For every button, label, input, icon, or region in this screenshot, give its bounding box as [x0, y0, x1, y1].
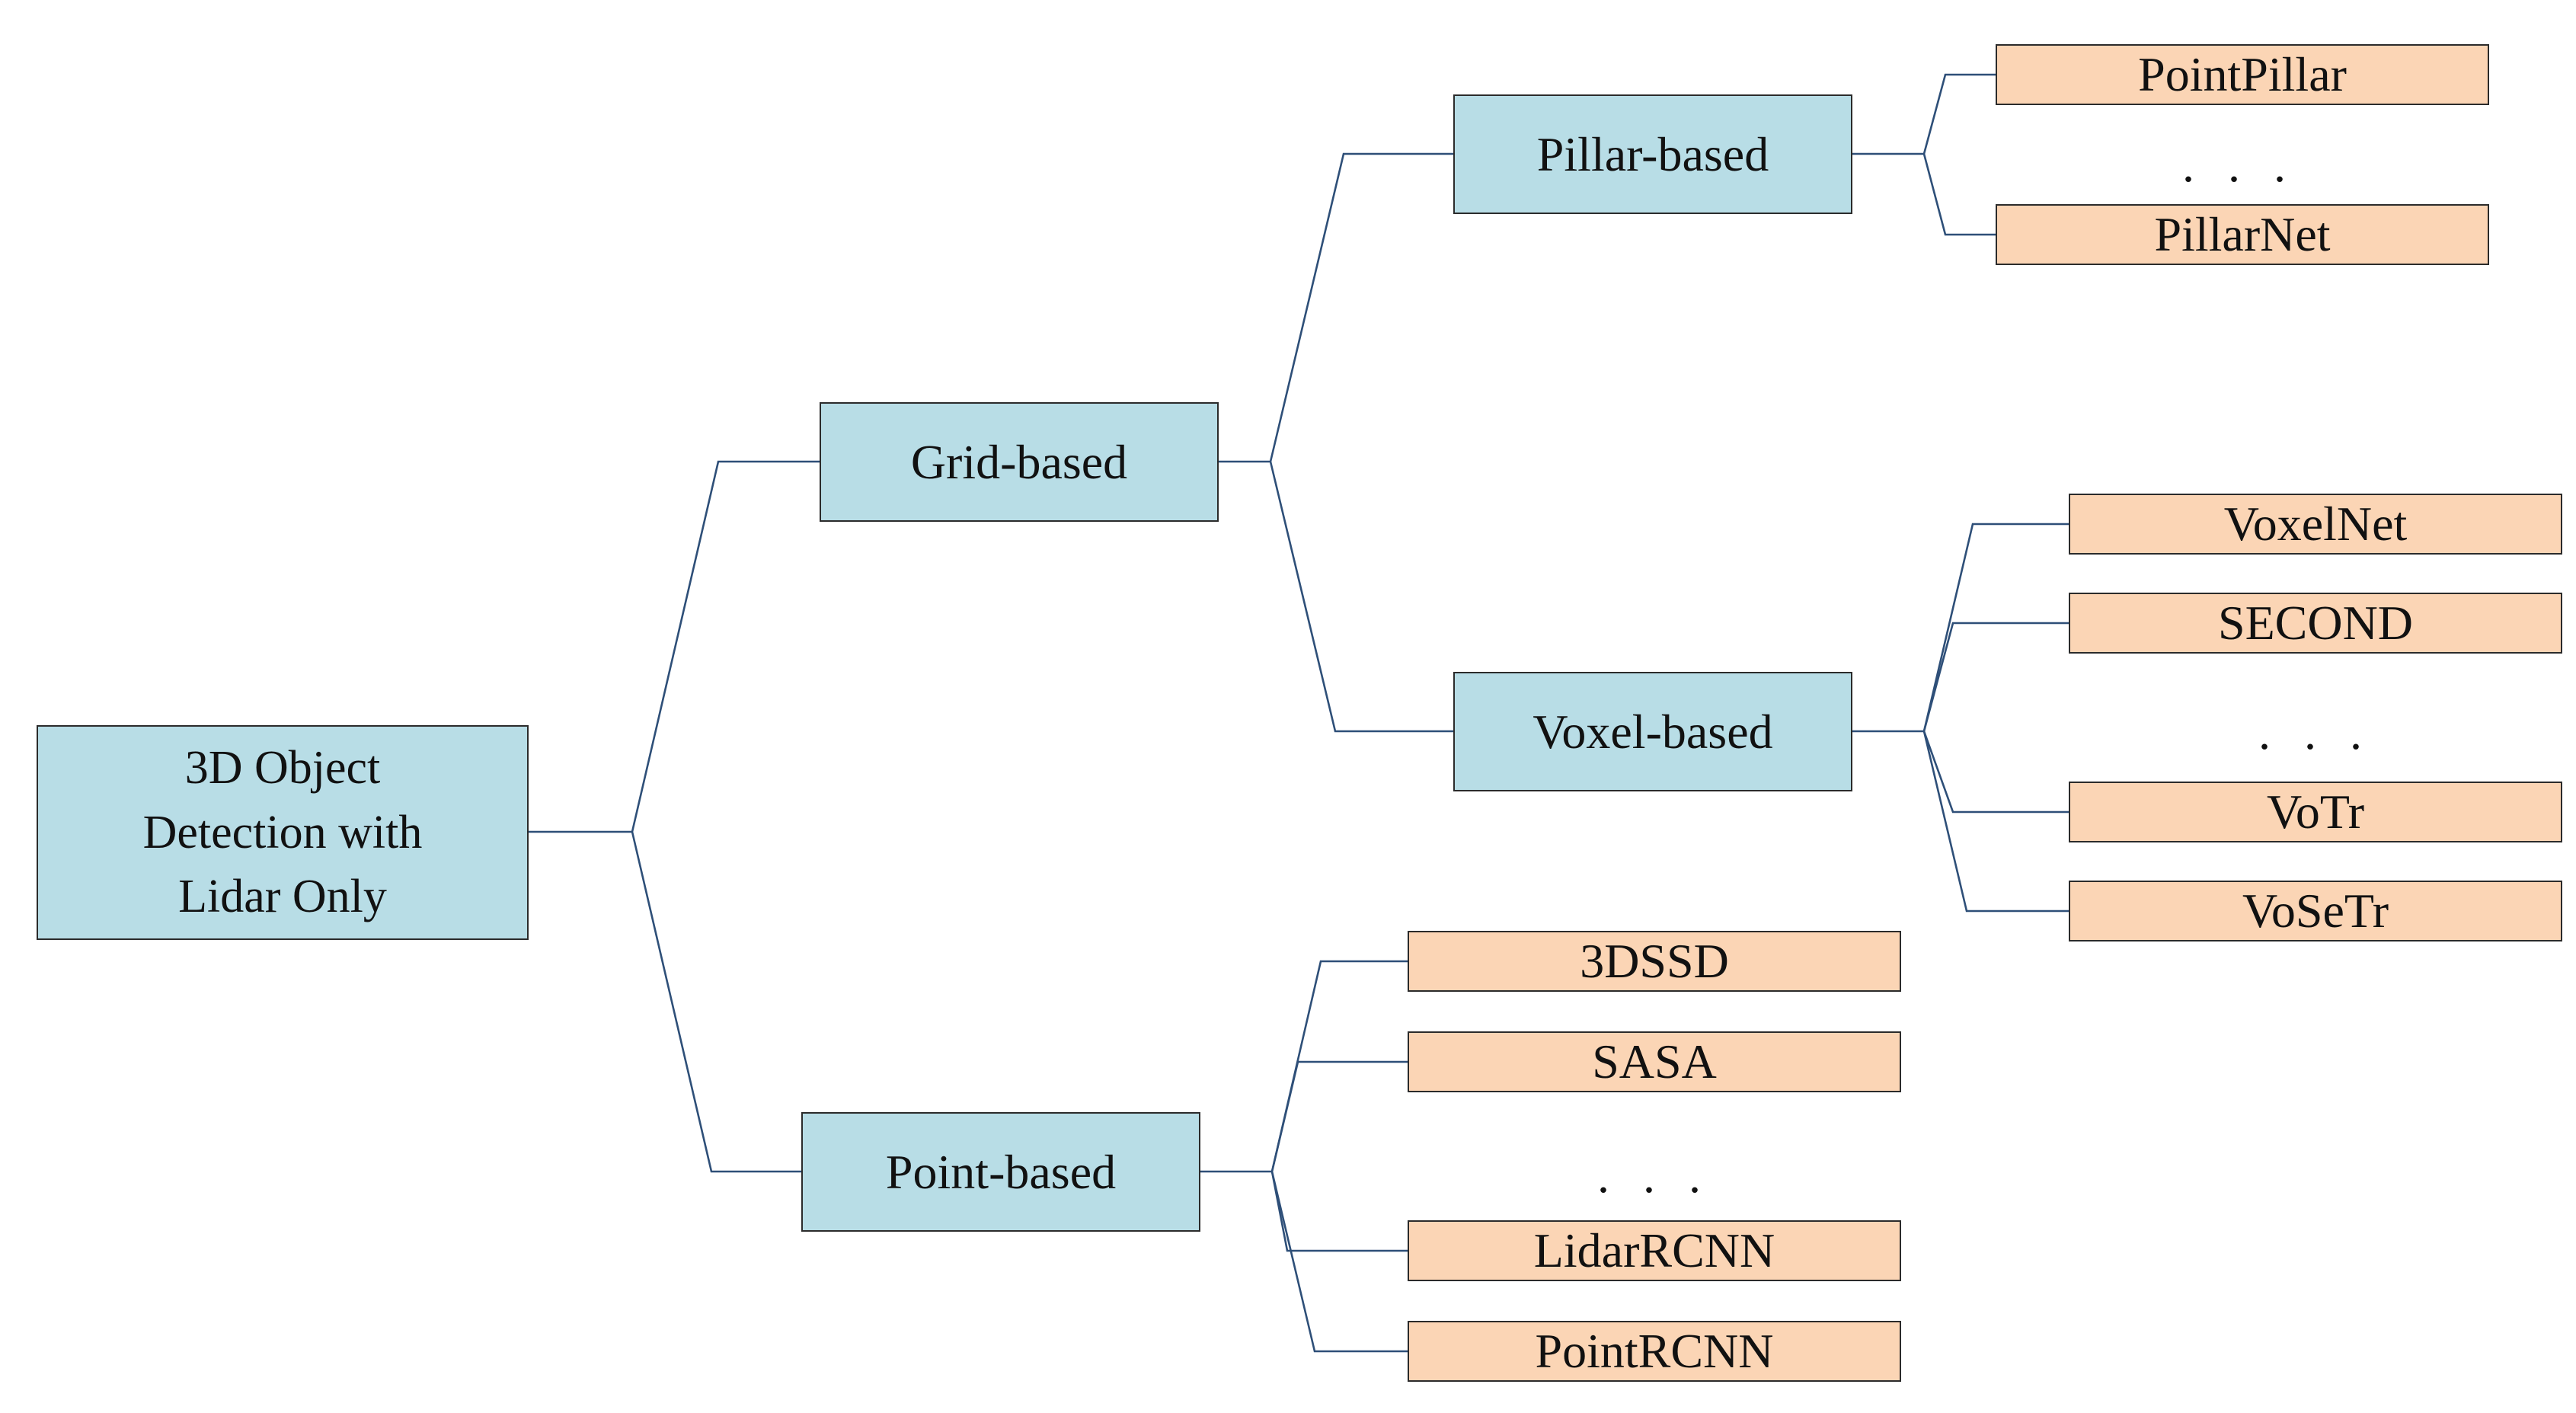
pillar-based-label: Pillar-based [1536, 126, 1769, 181]
voxel-based-node: Voxel-based [1453, 672, 1852, 791]
method-pointrcnn: PointRCNN [1408, 1321, 1901, 1382]
method-pointpillar-label: PointPillar [2138, 47, 2347, 102]
connector-point-to-lidarrcnn [1270, 1171, 1408, 1252]
method-voxelnet: VoxelNet [2069, 494, 2562, 555]
method-pointrcnn-label: PointRCNN [1535, 1324, 1774, 1379]
connector-pillar-to-pointpillar [1922, 73, 1996, 155]
connector-pillar-to-pillarnet [1922, 153, 1996, 236]
method-second: SECOND [2069, 593, 2562, 654]
root-line-1: 3D Object [184, 741, 381, 794]
connector-point-to-sasa [1270, 1060, 1408, 1172]
method-lidarrcnn-label: LidarRCNN [1533, 1223, 1775, 1278]
voxel-based-label: Voxel-based [1532, 704, 1773, 759]
connector-voxel-to-votr [1922, 730, 2069, 814]
point-methods-ellipsis: . . . [1597, 1149, 1711, 1203]
grid-based-node: Grid-based [820, 402, 1219, 522]
connector-voxel-to-voxelnet [1922, 523, 2069, 732]
root-node: 3D Object Detection with Lidar Only [37, 725, 529, 940]
point-based-label: Point-based [885, 1144, 1117, 1199]
root-line-3: Lidar Only [178, 871, 387, 923]
method-lidarrcnn: LidarRCNN [1408, 1220, 1901, 1281]
point-based-node: Point-based [801, 1112, 1200, 1232]
connector-root-to-point [631, 831, 801, 1173]
root-line-2: Detection with [142, 806, 423, 858]
grid-based-label: Grid-based [910, 434, 1128, 489]
method-3dssd: 3DSSD [1408, 931, 1901, 992]
method-sasa-label: SASA [1592, 1034, 1717, 1089]
connector-point-to-pointrcnn [1270, 1171, 1408, 1353]
pillar-methods-ellipsis: . . . [2182, 138, 2296, 192]
method-pointpillar: PointPillar [1996, 44, 2489, 105]
method-voxelnet-label: VoxelNet [2223, 497, 2408, 551]
connector-voxel-to-second [1922, 622, 2069, 732]
method-votr: VoTr [2069, 782, 2562, 842]
method-votr-label: VoTr [2266, 785, 2365, 839]
connector-voxel-to-vosetr [1922, 730, 2069, 913]
connector-point-to-3dssd [1270, 960, 1408, 1172]
method-vosetr-label: VoSeTr [2242, 884, 2389, 938]
voxel-methods-ellipsis: . . . [2258, 705, 2373, 759]
method-second-label: SECOND [2217, 596, 2414, 651]
method-vosetr: VoSeTr [2069, 881, 2562, 941]
method-3dssd-label: 3DSSD [1580, 934, 1729, 989]
method-sasa: SASA [1408, 1031, 1901, 1092]
method-pillarnet-label: PillarNet [2154, 207, 2331, 262]
connector-grid-to-voxel [1269, 461, 1453, 733]
connector-root-to-grid [631, 460, 820, 833]
method-pillarnet: PillarNet [1996, 204, 2489, 265]
connector-grid-to-pillar [1269, 152, 1453, 462]
pillar-based-node: Pillar-based [1453, 94, 1852, 214]
